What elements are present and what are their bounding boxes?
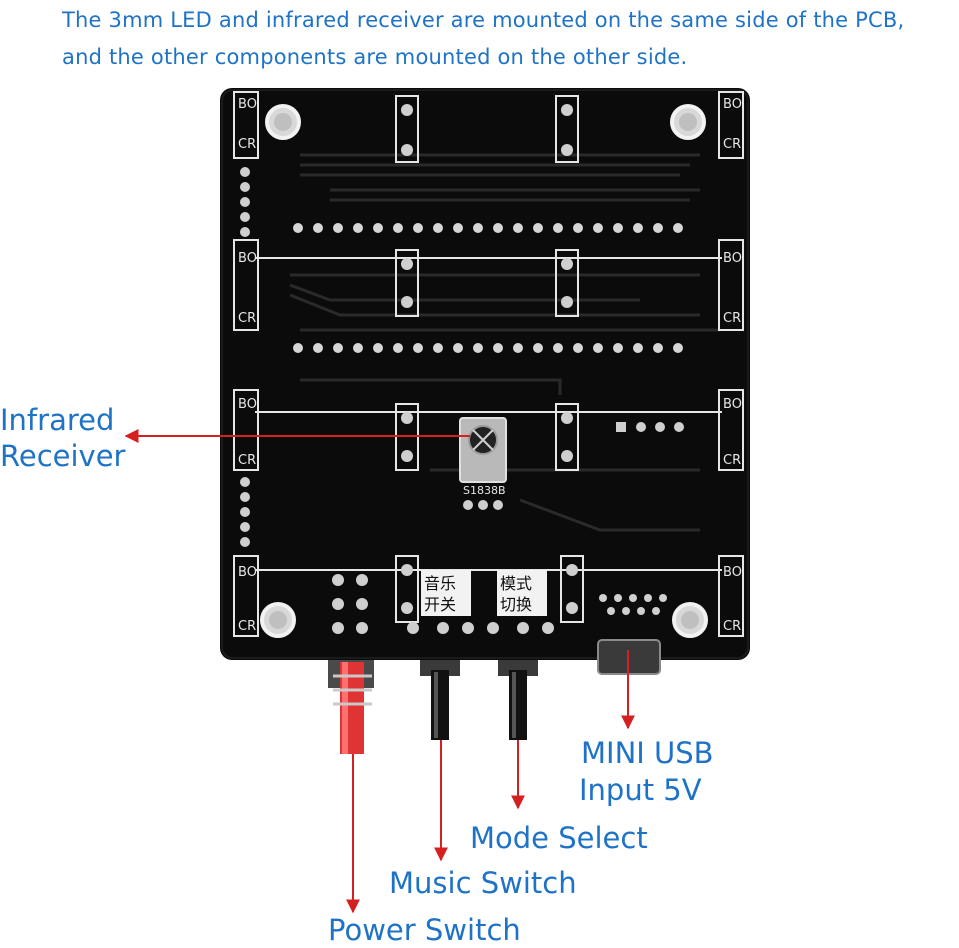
silk-bo: BO [238, 565, 257, 580]
power-switch-component [328, 660, 374, 754]
silk-bo: BO [723, 397, 742, 412]
label-infrared-2: Receiver [0, 439, 126, 473]
bottom-left-pads [332, 574, 554, 634]
four-pin-header [616, 422, 684, 432]
silk-cr: CR [238, 137, 256, 152]
annotation-arrows [124, 429, 635, 914]
silk-mode-1: 模式 [500, 574, 532, 593]
mode-switch-component [498, 660, 538, 740]
pcb-traces [289, 153, 720, 532]
label-power-switch: Power Switch [328, 913, 521, 947]
label-mode-select: Mode Select [470, 821, 648, 855]
label-mini-usb-2: Input 5V [579, 773, 702, 807]
silk-cr: CR [238, 453, 256, 468]
silk-cr: CR [723, 137, 741, 152]
silk-cr: CR [723, 311, 741, 326]
ir-part-number: S1838B [463, 484, 506, 497]
silk-bo: BO [723, 251, 742, 266]
silk-bo: BO [723, 565, 742, 580]
caption-line-1: The 3mm LED and infrared receiver are mo… [62, 8, 905, 32]
left-header-pins [240, 167, 250, 547]
label-mini-usb-1: MINI USB [581, 736, 714, 770]
silk-mode-2: 切换 [500, 595, 532, 614]
label-music-switch: Music Switch [389, 866, 577, 900]
caption-line-2: and the other components are mounted on … [62, 45, 688, 69]
ic-pin-rows [293, 223, 683, 353]
silk-bo: BO [238, 397, 257, 412]
silk-cr: CR [238, 311, 256, 326]
silkscreen-lines [255, 257, 722, 571]
music-switch-component [420, 660, 460, 740]
silk-music-1: 音乐 [424, 574, 456, 593]
silk-music-2: 开关 [424, 595, 456, 614]
silk-cr: CR [238, 619, 256, 634]
silk-bo: BO [723, 97, 742, 112]
product-caption: The 3mm LED and infrared receiver are mo… [62, 2, 952, 76]
silk-cr: CR [723, 619, 741, 634]
silk-bo: BO [238, 97, 257, 112]
silk-bo: BO [238, 251, 257, 266]
usb-pads [599, 594, 667, 615]
label-infrared-1: Infrared [0, 403, 115, 437]
side-pad-blocks [233, 91, 744, 637]
infrared-receiver-component [459, 417, 507, 510]
silk-cr: CR [723, 453, 741, 468]
